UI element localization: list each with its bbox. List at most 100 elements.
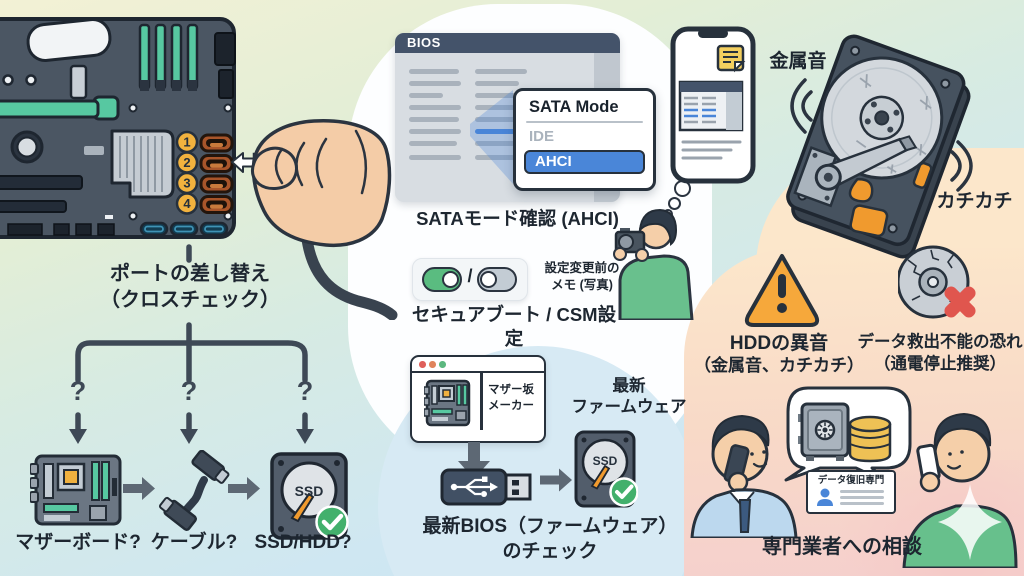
zoom-beam [470,90,513,184]
arrow-right-icon [228,477,260,500]
label-clicking-sound: カチカチ [936,191,1013,212]
card-text-line [840,496,884,499]
option-ide: IDE [529,128,555,145]
note-line1: 設定変更前の [544,261,620,275]
caption-firmware-line2: のチェック [502,540,598,562]
secure-boot-toggle-card: / [412,258,528,301]
insert-arrow-icon [231,152,255,173]
camera-lens [618,234,634,250]
pcie-slot-dark [0,175,83,190]
sound-waves-right-icon [950,140,973,192]
smile [752,462,768,468]
smartphone-with-photo [670,26,756,184]
hand-with-sata-cable [231,119,398,320]
pcie-slot-green [0,99,100,119]
toggle-on-knob [442,270,459,288]
smile [946,464,962,470]
phone-notch [698,29,728,38]
card-text-line [840,490,884,493]
thought-bubble-medium [668,197,681,210]
toggle-on [422,267,462,292]
port-swap-title: ポートの差し替え （クロスチェック） [80,261,300,313]
caption-secure-boot-csm: セキュアブート / CSM設定 [411,304,617,350]
caption-bios-firmware-check: 最新BIOS（ファームウェア） のチェック [405,515,695,564]
arrow-right-icon [123,477,155,500]
flow-tree-lines [69,244,314,444]
orange-part [848,178,874,203]
note-line2: メモ (写真) [551,277,613,292]
ram-slots [138,23,199,91]
motherboard-illustration: 1 2 3 4 [0,17,236,239]
platter-scratches [855,74,932,174]
option-ahci-selected: AHCI [524,150,645,174]
arrow-right-icon [540,468,572,492]
port-swap-title-line1: ポートの差し替え [110,263,270,285]
vendor-line2: メーカー [488,399,534,412]
hand [919,471,941,493]
usb-symbol-icon [450,478,490,496]
label-hdd-noise-detail: （金属音、カチカチ） [694,356,864,375]
sata-mode-popup: SATA Mode IDE AHCI [513,88,656,191]
memo-icon [716,44,746,73]
cpu-cooler [26,17,112,63]
green-sweater [618,254,694,320]
caption-sata-mode: SATAモード確認 (AHCI) [416,208,619,229]
ssd-platter [280,461,338,519]
question-mark-3: ? [296,376,314,406]
latest-line1: 最新 [612,377,646,395]
thumb [250,146,298,190]
ssd-firmware-icon [574,430,638,508]
damaged-disc-icon [898,245,976,319]
card-text-line [840,502,884,505]
label-metallic-sound: 金属音 [769,51,827,72]
popup-divider [526,121,643,123]
sata-ports: 1 2 3 4 [175,130,234,215]
bios-window-title: BIOS [407,35,441,50]
label-data-loss-risk: データ救出不能の恐れ [857,333,1023,351]
person-icon [817,488,833,506]
highlighted-setting-bar [475,129,523,134]
hair [933,412,992,451]
motherboard-icon [30,454,122,526]
port-swap-title-line2: （クロスチェック） [100,289,280,311]
sata-port-numbers: 1 2 3 4 [175,130,199,215]
label-hdd-noise: HDDの異音 [729,333,829,354]
label-ssd-hdd: SSD/HDD? [254,532,352,553]
caption-firmware-line1: 最新BIOS（ファームウェア） [422,516,678,537]
popup-title: SATA Mode [529,98,619,116]
needle [290,492,315,523]
database-icon [848,415,892,463]
question-mark-2: ? [180,376,198,406]
note-before-change: 設定変更前の メモ (写真) [534,260,630,294]
port-number-4: 4 [183,196,191,211]
caption-consult-specialist: 専門業者への相談 [762,536,922,558]
browser-divider [480,372,483,430]
speech-bubble [784,386,912,484]
toggle-off-knob [480,270,497,288]
bios-title-bar: BIOS [395,33,620,53]
warning-triangle-icon [744,254,820,327]
window-dot-green [439,361,446,368]
label-cable: ケーブル? [150,532,238,553]
sound-waves-left-icon [790,78,813,134]
ssd-icon [270,452,349,540]
bios-photo-thumbnail [678,80,744,132]
usb-drive-icon [440,468,532,506]
pin-headers [7,223,115,236]
cross-icon [944,286,976,318]
hair [638,208,678,246]
port-number-2: 2 [183,155,190,170]
latest-firmware-label: 最新 ファームウェア [566,376,692,417]
business-card: データ復旧専門 [806,470,896,514]
blue-sata-edge-ports [139,221,229,237]
tie [738,499,752,533]
window-bar-divider [412,371,544,373]
person-taking-photo [613,208,694,320]
slash-separator: / [467,266,473,286]
label-motherboard: マザーボード? [15,532,141,553]
safe-icon [798,402,850,461]
question-mark-1: ? [69,376,87,406]
power-connector [214,32,236,66]
vendor-label: マザー坂 メーカー [482,383,540,414]
